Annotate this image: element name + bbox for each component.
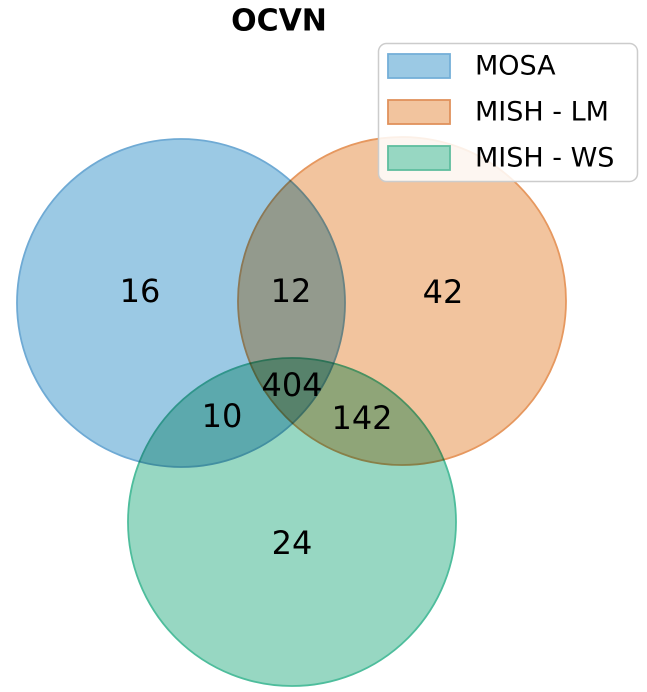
chart-title: OCVN bbox=[231, 4, 327, 39]
legend: MOSA MISH - LM MISH - WS bbox=[377, 42, 639, 183]
count-ws-only: 24 bbox=[272, 524, 313, 562]
legend-label-mish-ws: MISH - WS bbox=[475, 143, 614, 174]
count-mosa-only: 16 bbox=[120, 272, 161, 310]
venn-circles bbox=[16, 136, 567, 687]
region-counts: 16 12 42 10 404 142 24 bbox=[120, 272, 464, 562]
legend-swatch-mish-lm bbox=[387, 99, 451, 125]
legend-label-mosa: MOSA bbox=[475, 51, 556, 82]
legend-label-mish-lm: MISH - LM bbox=[475, 97, 609, 128]
count-mosa-and-lm: 12 bbox=[271, 272, 312, 310]
count-lm-only: 42 bbox=[423, 273, 464, 311]
count-mosa-and-ws: 10 bbox=[202, 397, 243, 435]
legend-swatch-mish-ws bbox=[387, 145, 451, 171]
count-all-three: 404 bbox=[261, 366, 322, 404]
count-lm-and-ws: 142 bbox=[331, 399, 392, 437]
legend-swatch-mosa bbox=[387, 53, 451, 79]
circle-mish-ws bbox=[127, 357, 457, 687]
